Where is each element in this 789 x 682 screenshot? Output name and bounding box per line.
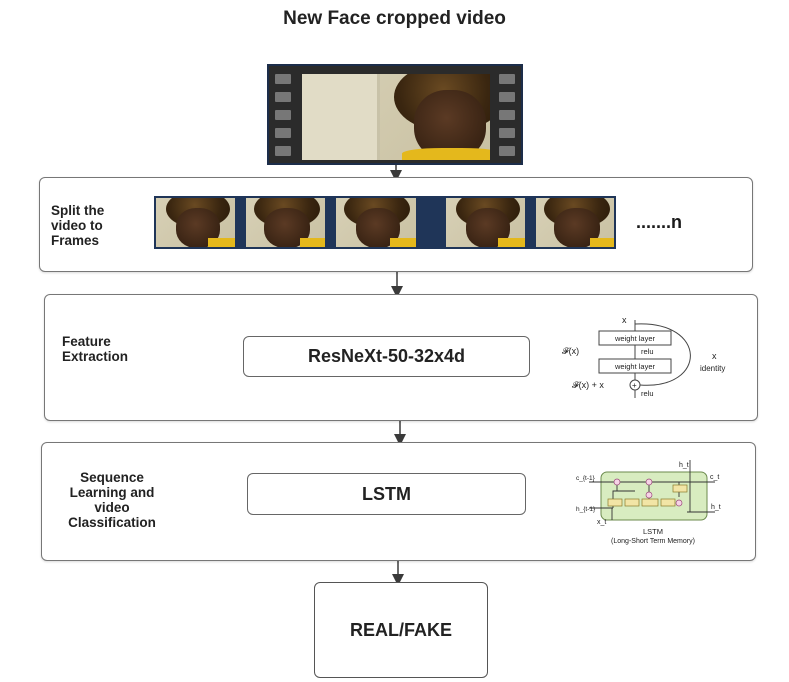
svg-text:𝓕(x) + x: 𝓕(x) + x bbox=[572, 380, 604, 390]
video-frame-image bbox=[302, 74, 490, 160]
frames-ellipsis: .......n bbox=[636, 212, 683, 232]
weight-layer-1 bbox=[598, 330, 672, 346]
svg-text:x: x bbox=[622, 315, 627, 325]
lstm-cell-body bbox=[600, 471, 708, 521]
sum-node bbox=[629, 379, 641, 391]
svg-text:weight layer: weight layer bbox=[614, 334, 656, 343]
diagram-title: New Face cropped video bbox=[283, 8, 506, 29]
residual-block-diagram: x weight layer relu weight layer + 𝓕(x) … bbox=[562, 315, 725, 398]
svg-text:relu: relu bbox=[641, 389, 654, 398]
svg-text:h_{t-1}: h_{t-1} bbox=[576, 506, 596, 513]
feature-stage-label: Feature Extraction bbox=[62, 334, 129, 364]
svg-text:+: + bbox=[632, 381, 637, 390]
svg-text:c_{t-1}: c_{t-1} bbox=[576, 475, 596, 482]
frame-thumbnail bbox=[445, 198, 525, 247]
svg-text:relu: relu bbox=[641, 347, 654, 356]
lstm-cell-diagram: h_t c_{t-1} c_t h_{t-1} h_t x_t LSTM (Lo… bbox=[576, 460, 721, 545]
svg-text:h_t: h_t bbox=[679, 462, 689, 469]
svg-text:identity: identity bbox=[700, 364, 725, 373]
svg-text:LSTM: LSTM bbox=[643, 527, 663, 536]
svg-text:weight layer: weight layer bbox=[614, 362, 656, 371]
frame-thumbnail bbox=[535, 198, 615, 247]
frame-strip bbox=[154, 196, 616, 249]
output-box: REAL/FAKE bbox=[314, 582, 488, 678]
video-thumbnail bbox=[267, 64, 523, 165]
frame-thumbnail bbox=[156, 198, 236, 247]
frame-thumbnail bbox=[246, 198, 326, 247]
svg-text:𝓕(x): 𝓕(x) bbox=[562, 346, 579, 356]
frame-thumbnail bbox=[336, 198, 416, 247]
film-sprockets-right bbox=[499, 72, 517, 160]
sequence-stage-label: Sequence Learning and video Classificati… bbox=[68, 470, 156, 530]
resnext-box: ResNeXt-50-32x4d bbox=[243, 336, 530, 377]
svg-text:c_t: c_t bbox=[710, 474, 719, 481]
split-stage-label: Split the video to Frames bbox=[51, 203, 105, 248]
film-sprockets-left bbox=[275, 72, 293, 160]
lstm-box: LSTM bbox=[247, 473, 526, 515]
svg-text:x: x bbox=[712, 351, 717, 361]
svg-text:(Long-Short Term Memory): (Long-Short Term Memory) bbox=[611, 538, 695, 545]
svg-text:x_t: x_t bbox=[597, 519, 606, 526]
weight-layer-2 bbox=[598, 358, 672, 374]
svg-text:h_t: h_t bbox=[711, 504, 721, 511]
